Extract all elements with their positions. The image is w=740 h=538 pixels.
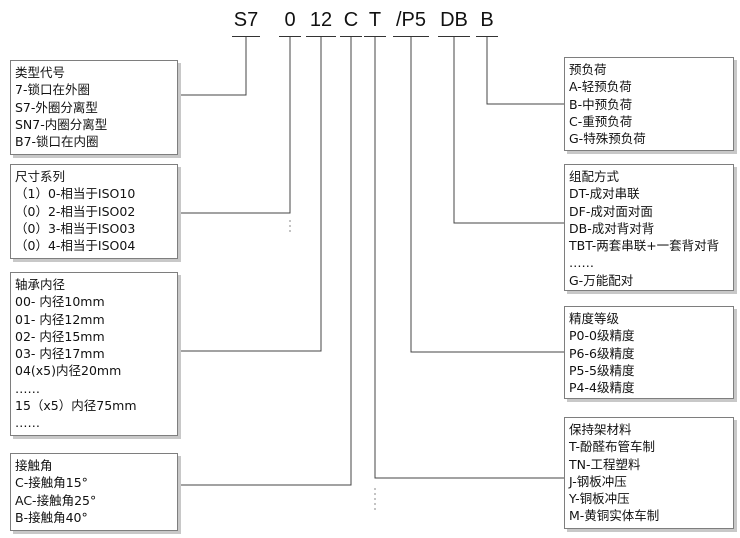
list-item: 01- 内径12mm xyxy=(15,311,105,327)
box-title: 组配方式 xyxy=(569,169,620,184)
list-item: G-特殊预负荷 xyxy=(569,131,646,147)
list-item: DT-成对串联 xyxy=(569,186,640,202)
box-title: 精度等级 xyxy=(569,311,620,326)
list-item: J-钢板冲压 xyxy=(569,473,627,489)
code-part-preload: B xyxy=(476,4,498,37)
list-item: …… xyxy=(569,255,594,271)
box-bore: 轴承内径 00- 内径10mm 01- 内径12mm 02- 内径15mm 03… xyxy=(10,272,178,436)
box-title: 尺寸系列 xyxy=(15,169,66,184)
list-item: T-酚醛布管车制 xyxy=(569,439,655,455)
connector-arrangement xyxy=(453,37,564,224)
code-part-arrangement: DB xyxy=(438,4,470,37)
list-item: P0-0级精度 xyxy=(569,328,635,344)
list-item: P6-6级精度 xyxy=(569,345,635,361)
list-item: （0）2-相当于ISO02 xyxy=(15,203,136,219)
list-item: G-万能配对 xyxy=(569,272,634,288)
box-cage-material: 保持架材料 T-酚醛布管车制 TN-工程塑料 J-钢板冲压 Y-铜板冲压 M-黄… xyxy=(564,417,734,529)
list-item: TN-工程塑料 xyxy=(569,456,641,472)
box-type-code: 类型代号 7-锁口在外圈 S7-外圈分离型 SN7-内圈分离型 B7-锁口在内圈 xyxy=(10,60,178,155)
box-arrangement: 组配方式 DT-成对串联 DF-成对面对面 DB-成对背对背 TBT-两套串联+… xyxy=(564,164,734,291)
box-size-series: 尺寸系列 （1）0-相当于ISO10 （0）2-相当于ISO02 （0）3-相当… xyxy=(10,164,178,259)
list-item: B7-锁口在内圈 xyxy=(15,134,99,150)
list-item: A-轻预负荷 xyxy=(569,79,632,95)
list-item: （1）0-相当于ISO10 xyxy=(15,186,136,202)
connector-bore xyxy=(178,37,322,352)
list-item: 7-锁口在外圈 xyxy=(15,82,90,98)
list-item: …… xyxy=(15,380,40,396)
list-item: B-接触角40° xyxy=(15,509,88,525)
list-item: SN7-内圈分离型 xyxy=(15,116,108,132)
connector-size xyxy=(178,37,291,214)
list-item: B-中预负荷 xyxy=(569,96,633,112)
code-part-contact: C xyxy=(340,4,362,37)
list-item: 03- 内径17mm xyxy=(15,346,105,362)
box-title: 保持架材料 xyxy=(569,422,632,437)
list-item: C-重预负荷 xyxy=(569,113,633,129)
list-item: （0）4-相当于ISO04 xyxy=(15,238,136,254)
box-title: 类型代号 xyxy=(15,65,66,80)
list-item: P5-5级精度 xyxy=(569,362,635,378)
connector-type xyxy=(178,37,247,96)
list-item: （0）3-相当于ISO03 xyxy=(15,220,136,236)
list-item: 00- 内径10mm xyxy=(15,294,105,310)
list-item: …… xyxy=(15,415,40,431)
code-part-size: 0 xyxy=(279,4,301,37)
box-title: 接触角 xyxy=(15,458,53,473)
list-item: P4-4级精度 xyxy=(569,380,635,396)
connector-contact xyxy=(178,37,352,486)
list-item: Y-铜板冲压 xyxy=(569,491,630,507)
code-part-bore: 12 xyxy=(306,4,336,37)
list-item: 04(x5)内径20mm xyxy=(15,363,122,379)
code-part-precision: /P5 xyxy=(393,4,429,37)
list-item: C-接触角15° xyxy=(15,475,88,491)
box-contact-angle: 接触角 C-接触角15° AC-接触角25° B-接触角40° xyxy=(10,453,178,531)
box-preload: 预负荷 A-轻预负荷 B-中预负荷 C-重预负荷 G-特殊预负荷 xyxy=(564,57,734,151)
list-item: S7-外圈分离型 xyxy=(15,99,98,115)
connector-cage xyxy=(374,37,564,479)
list-item: DB-成对背对背 xyxy=(569,220,655,236)
box-title: 预负荷 xyxy=(569,62,607,77)
list-item: M-黄铜实体车制 xyxy=(569,508,660,524)
box-title: 轴承内径 xyxy=(15,277,66,292)
connector-preload xyxy=(486,37,564,105)
code-part-cage: T xyxy=(364,4,386,37)
code-part-s7: S7 xyxy=(232,4,260,37)
list-item: TBT-两套串联+一套背对背 xyxy=(569,238,720,254)
list-item: 15（x5）内径75mm xyxy=(15,398,137,414)
connector-precision xyxy=(410,37,564,353)
box-precision: 精度等级 P0-0级精度 P6-6级精度 P5-5级精度 P4-4级精度 xyxy=(564,306,734,399)
list-item: DF-成对面对面 xyxy=(569,203,653,219)
list-item: 02- 内径15mm xyxy=(15,328,105,344)
list-item: AC-接触角25° xyxy=(15,492,97,508)
